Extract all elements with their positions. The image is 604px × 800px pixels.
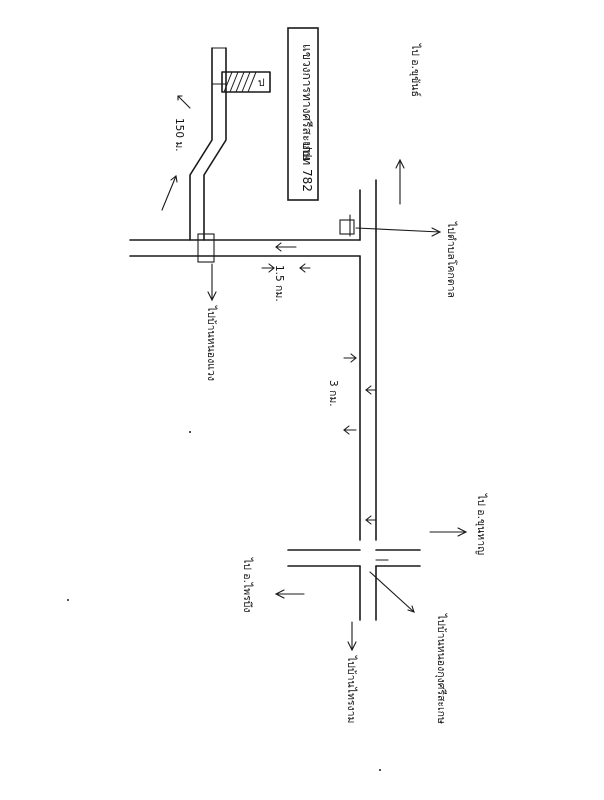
stray-marks — [67, 431, 381, 771]
distance-long-label: 3 กม. — [327, 380, 339, 407]
horizontal-road-top — [129, 233, 361, 263]
direction-left-upper-label: ไปบ้านหนองแวง — [205, 305, 218, 381]
direction-right-lower-label: ไป อ.ขุนหาญ — [475, 493, 488, 555]
lower-intersection — [287, 549, 421, 621]
distance-middle-label: 1.5 กม. — [273, 265, 285, 302]
direction-right-upper: ไปตำบลโคกตาล — [355, 221, 458, 298]
distance-middle: 1.5 กม. — [261, 242, 311, 302]
direction-right-lower: ไป อ.ขุนหาญ — [429, 493, 488, 555]
direction-left-upper: ไปบ้านหนองแวง — [205, 263, 218, 381]
vertical-road-arrows: 3 กม. — [327, 353, 377, 525]
direction-top-right: ไป อ.ขุขันธ์ — [395, 43, 422, 205]
direction-top-right-label: ไป อ.ขุขันธ์ — [409, 43, 422, 97]
vertical-main-road — [339, 179, 377, 541]
distance-top: 150 ม. — [161, 95, 191, 211]
sign-text: แขวงการทางศรีสะเกษ — [300, 44, 314, 161]
sign-board — [287, 27, 319, 201]
hatched-building: ป — [221, 71, 271, 93]
direction-left-lower-label: ไป อ.ไพรบึง — [241, 557, 254, 613]
direction-left-lower: ไป อ.ไพรบึง — [241, 557, 305, 613]
upper-road — [189, 47, 227, 241]
sign-code: ปปท 782 — [300, 142, 314, 192]
direction-bottom-center-label: ไปบ้านไทรงาม — [345, 655, 358, 723]
direction-bottom-right-label: ไปบ้านหนองกุงศรีสะเกษ — [435, 613, 448, 724]
building-marker-label: ป — [258, 77, 265, 89]
direction-right-upper-label: ไปตำบลโคกตาล — [445, 221, 458, 298]
direction-bottom-center: ไปบ้านไทรงาม — [345, 621, 358, 723]
direction-bottom-right: ไปบ้านหนองกุงศรีสะเกษ — [435, 613, 448, 724]
distance-top-label: 150 ม. — [173, 118, 185, 152]
road-sign: แขวงการทางศรีสะเกษ ปปท 782 — [287, 27, 319, 201]
